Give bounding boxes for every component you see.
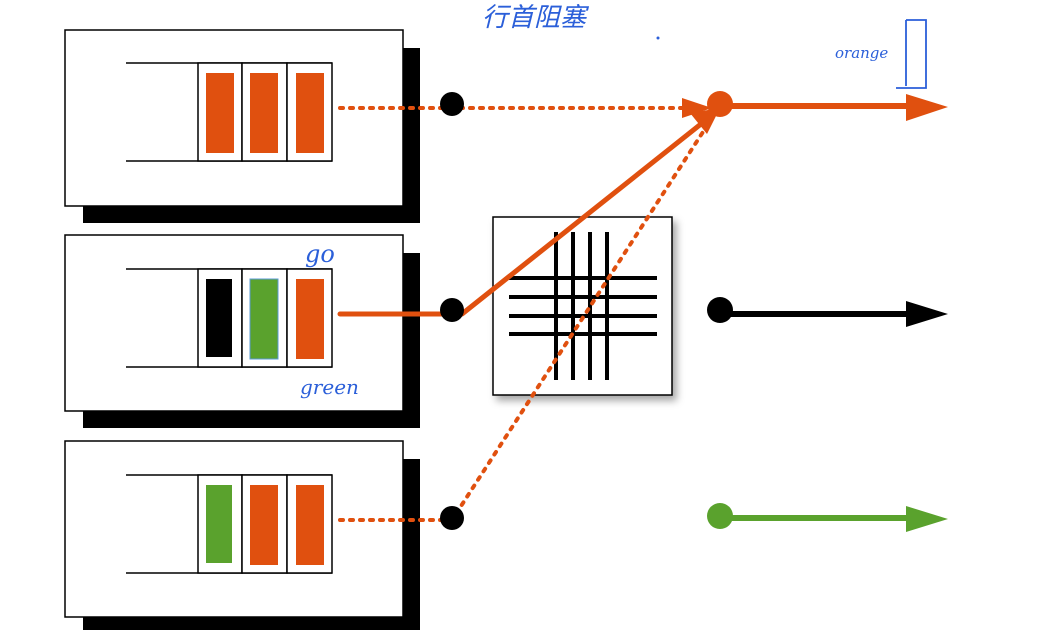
dotted-arrowhead — [682, 98, 712, 118]
switch-fabric — [492, 216, 673, 396]
packet-orange — [296, 73, 324, 153]
arrowhead-icon — [906, 94, 948, 121]
output-port-orange — [707, 91, 948, 121]
packet-orange — [206, 73, 234, 153]
output-node — [707, 503, 733, 529]
fabric-box — [492, 216, 673, 396]
packet-green — [206, 485, 232, 563]
output-port-green — [707, 503, 948, 532]
output-port-black — [707, 297, 948, 327]
green-label: green — [300, 375, 359, 399]
arrowhead-icon — [906, 506, 948, 532]
diagram-title: 行首阻塞 — [482, 3, 590, 33]
output-node — [707, 91, 733, 117]
input-node-3 — [440, 506, 464, 530]
packet-black — [206, 279, 232, 357]
input-node-1 — [440, 92, 464, 116]
input-port-3 — [64, 440, 420, 630]
packet-orange — [250, 73, 278, 153]
input-port-2: go green — [64, 234, 420, 428]
input-port-1 — [64, 29, 420, 223]
packet-orange — [296, 485, 324, 565]
annotation-bracket — [896, 19, 927, 89]
orange-label: orange — [835, 44, 888, 62]
packet-green — [249, 278, 279, 360]
packet-orange — [296, 279, 324, 359]
output-node — [707, 297, 733, 323]
input-node-2 — [440, 298, 464, 322]
arrowhead-icon — [906, 301, 948, 327]
packet-orange — [250, 485, 278, 565]
title-dot — [656, 36, 660, 40]
go-label: go — [305, 240, 335, 268]
crossbar-grid — [509, 232, 657, 380]
